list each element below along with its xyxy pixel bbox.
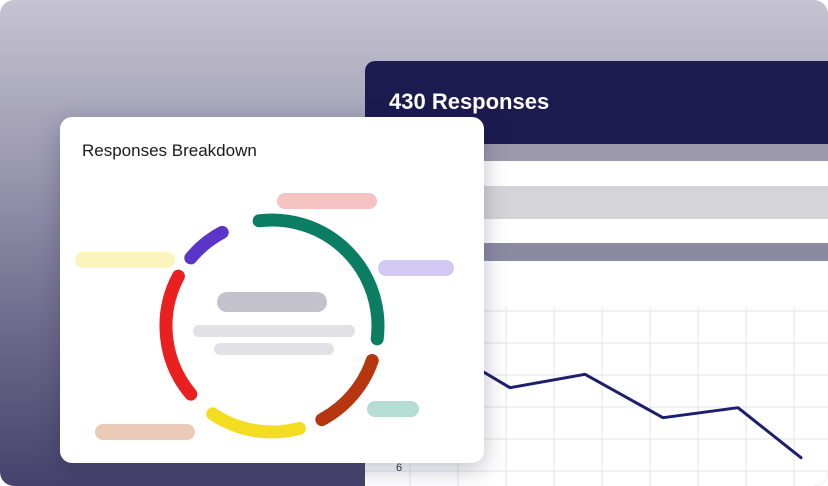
donut-segment-yellow [206,407,306,439]
donut-segment-brown [315,354,379,427]
breakdown-donut-chart [159,213,385,439]
legend-pill-yellow [75,252,175,268]
center-placeholder-line [193,325,355,337]
donut-segment-teal [252,213,385,346]
legend-pill-red [277,193,377,209]
chart-series-line [463,359,803,460]
y-tick-label: 6 [396,462,402,474]
donut-segment-purple [184,225,229,265]
legend-pill-teal [367,401,419,417]
responses-breakdown-card: Responses Breakdown [60,117,484,463]
legend-pill-purple [378,260,454,276]
legend-pill-brown [95,424,195,440]
card-title: Responses Breakdown [82,141,257,160]
donut-segment-red [159,269,198,401]
donut-arcs [159,213,385,439]
responses-count-title: 430 Responses [389,89,550,114]
center-placeholder-title [217,292,327,312]
center-placeholder-line [214,343,334,355]
